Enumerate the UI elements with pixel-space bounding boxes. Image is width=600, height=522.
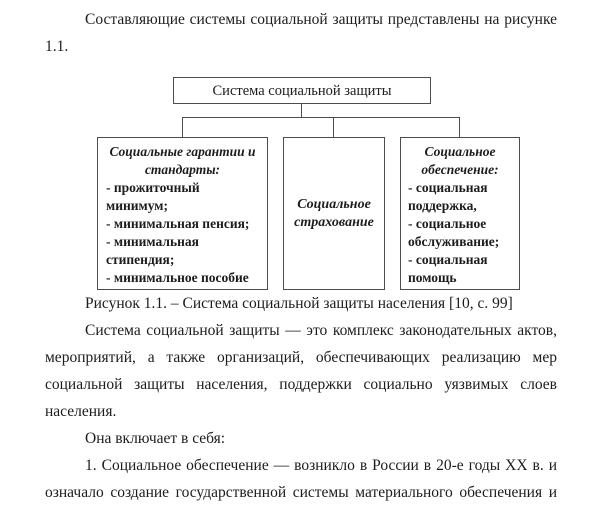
box-item: - минимальная стипендия; [106,234,199,267]
body-paragraph-definition: Система социальной защиты — это комплекс… [45,322,557,420]
box-title-welfare: Социальное обеспечение: [421,144,499,177]
box-item: - минимальное пособие [106,270,249,285]
box-item: - социальная поддержка, [408,180,488,213]
document-page: Составляющие системы социальной защиты п… [45,11,557,501]
connector-drop-right [459,118,460,137]
diagram-box-social-guarantees: Социальные гарантии и стандарты: - прожи… [97,137,268,290]
body-paragraph-item1: 1. Социальное обеспечение — возникло в Р… [45,457,557,501]
box-title-guarantees: Социальные гарантии и стандарты: [109,144,256,177]
box-item: - минимальная пенсия; [106,216,250,231]
box-item: - прожиточный минимум; [106,180,200,213]
connector-stub [301,104,302,117]
box-item: - социальная помощь [408,252,488,285]
figure-caption: Рисунок 1.1. – Система социальной защиты… [85,295,513,312]
diagram-root-box: Система социальной защиты [173,77,431,104]
diagram-box-social-welfare: Социальное обеспечение: - социальная под… [400,137,520,290]
box-title-insurance: Социальное страхование [294,196,374,230]
box-item: - социальное обслуживание; [408,216,500,249]
diagram-root-label: Система социальной защиты [212,82,392,99]
diagram-box-social-insurance: Социальное страхование [283,137,385,290]
connector-drop-middle [333,118,334,137]
intro-paragraph: Составляющие системы социальной защиты п… [45,11,557,55]
connector-horizontal [182,117,460,118]
figure-diagram: Система социальной защиты Социальные гар… [45,77,557,290]
connector-drop-left [182,118,183,137]
body-paragraph-includes: Она включает в себя: [85,430,226,447]
